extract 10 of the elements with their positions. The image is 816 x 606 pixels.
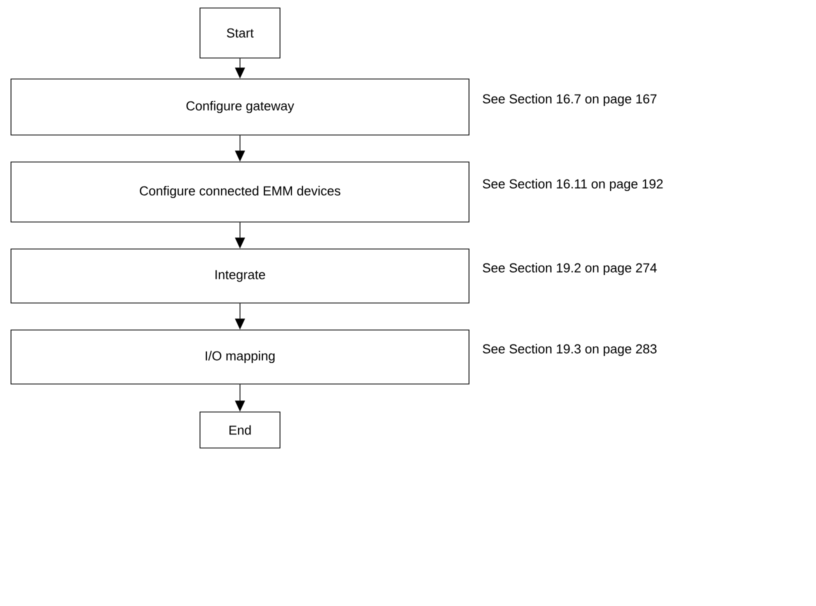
process-box: Configure gateway [10, 78, 470, 136]
reference-note: See Section 19.2 on page 274 [482, 262, 657, 276]
reference-note: See Section 19.3 on page 283 [482, 344, 657, 356]
process-box: End [200, 412, 280, 448]
process-box: I/O mapping [10, 330, 470, 384]
process-box: Start [200, 8, 280, 58]
reference-note: See Section 16.7 on page 167 [482, 94, 656, 106]
process-box: Integrate [10, 248, 470, 304]
process-box: Configure connected EMM devices [10, 162, 470, 222]
reference-note: See Section 16.11 on page 192 [482, 178, 663, 192]
